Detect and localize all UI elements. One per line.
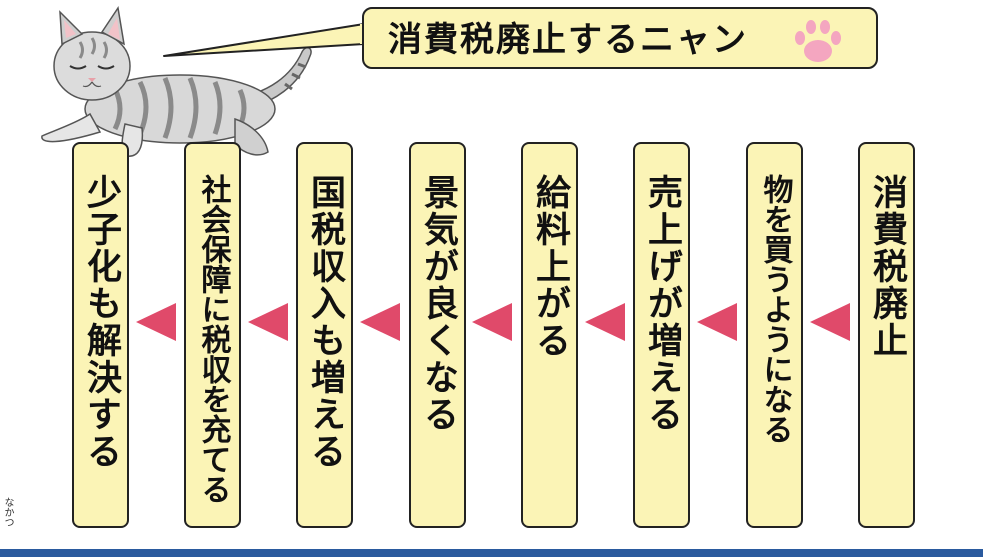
arrow-left-icon: [697, 303, 737, 341]
flow-step-8: 少子化も解決する: [72, 142, 129, 528]
arrow-left-icon: [585, 303, 625, 341]
arrow-left-icon: [248, 303, 288, 341]
flow-step-8-text: 少子化も解決する: [81, 174, 121, 470]
arrow-left-icon: [810, 303, 850, 341]
flow-step-6: 国税収入も増える: [296, 142, 353, 528]
flow-step-2-text: 物を買うようになる: [757, 174, 793, 444]
flow-step-4: 給料上がる: [521, 142, 578, 528]
artist-credit: なかつ: [2, 497, 13, 527]
flow-step-3: 売上げが増える: [633, 142, 690, 528]
flow-step-1: 消費税廃止: [858, 142, 915, 528]
speech-bubble: 消費税廃止するニャン: [362, 7, 878, 69]
paw-icon: [795, 20, 841, 62]
flow-step-5-text: 景気が良くなる: [418, 174, 458, 433]
flow-step-7: 社会保障に税収を充てる: [184, 142, 241, 528]
speech-bubble-text: 消費税廃止するニャン: [388, 20, 748, 60]
flow-step-5: 景気が良くなる: [409, 142, 466, 528]
flow-step-4-text: 給料上がる: [530, 174, 570, 359]
arrow-left-icon: [360, 303, 400, 341]
cat-illustration: [41, 6, 312, 157]
arrow-left-icon: [472, 303, 512, 341]
bottom-bar: [0, 549, 983, 557]
flow-step-3-text: 売上げが増える: [642, 174, 682, 433]
flow-step-7-text: 社会保障に税収を充てる: [195, 174, 231, 504]
flow-step-2: 物を買うようになる: [746, 142, 803, 528]
flow-step-1-text: 消費税廃止: [867, 174, 907, 359]
speech-bubble-pointer: [163, 23, 370, 57]
arrow-left-icon: [136, 303, 176, 341]
flow-step-6-text: 国税収入も増える: [305, 174, 345, 470]
